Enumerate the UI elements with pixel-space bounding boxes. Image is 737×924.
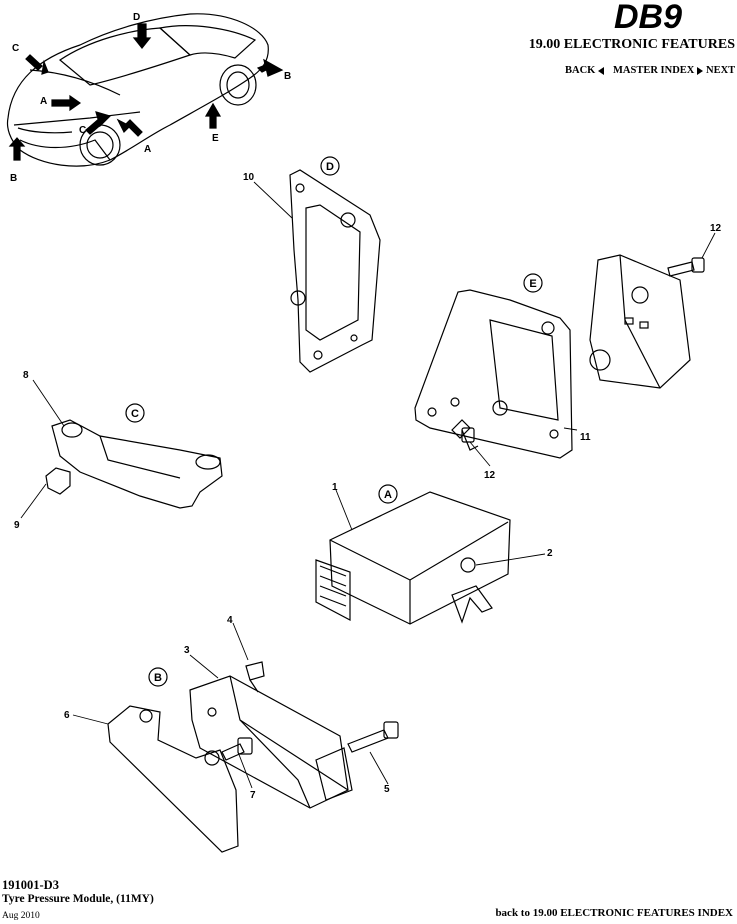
part-number-9: 9 bbox=[14, 520, 20, 531]
car-location-labels: D C A B B C A E bbox=[10, 12, 291, 184]
bracket-10 bbox=[289, 169, 381, 373]
part-number-6: 6 bbox=[64, 710, 70, 721]
arrow-c-bottom bbox=[85, 111, 112, 135]
nut-9 bbox=[45, 467, 71, 495]
callout-a: A bbox=[384, 489, 392, 501]
loc-label-c-top: C bbox=[12, 43, 19, 54]
part-number-12-bottom: 12 bbox=[484, 470, 496, 481]
part-number-3: 3 bbox=[184, 645, 190, 656]
loc-label-c-bottom: C bbox=[79, 125, 86, 136]
db9-logo: DB9 bbox=[614, 0, 682, 32]
back-label: BACK bbox=[565, 65, 596, 76]
loc-label-a-left: A bbox=[40, 96, 47, 107]
logo-text: DB9 bbox=[614, 0, 682, 32]
part-number-8: 8 bbox=[23, 370, 29, 381]
arrow-c-top bbox=[25, 54, 49, 75]
module-3 bbox=[189, 675, 353, 809]
back-link[interactable]: BACK bbox=[565, 65, 605, 76]
loc-label-b-right: B bbox=[284, 71, 291, 82]
master-index-link[interactable]: MASTER INDEX bbox=[613, 65, 694, 76]
part-number-7: 7 bbox=[250, 790, 256, 801]
callout-e: E bbox=[529, 278, 536, 290]
arrow-e bbox=[204, 102, 222, 129]
callout-c: C bbox=[131, 408, 139, 420]
bracket-8 bbox=[51, 419, 223, 509]
arrow-a-left bbox=[51, 94, 82, 112]
arrow-b-right bbox=[256, 58, 284, 77]
diagram-code: 191001-D3 bbox=[2, 878, 59, 892]
part-number-5: 5 bbox=[384, 784, 390, 795]
part-number-labels: 10 12 8 11 12 1 9 2 4 3 6 5 7 bbox=[14, 172, 722, 801]
callout-d: D bbox=[326, 161, 334, 173]
bracket-6 bbox=[107, 705, 239, 853]
part-number-10: 10 bbox=[243, 172, 255, 183]
back-arrow-icon bbox=[598, 66, 605, 75]
loc-label-e: E bbox=[212, 133, 219, 144]
diagram-date: Aug 2010 bbox=[2, 911, 40, 921]
part-number-1: 1 bbox=[332, 482, 338, 493]
next-arrow-icon bbox=[697, 66, 703, 75]
ecu-1 bbox=[315, 491, 511, 625]
bracket-11 bbox=[414, 289, 573, 459]
parts-diagram: D C A B B C A E bbox=[6, 12, 722, 853]
loc-label-d: D bbox=[133, 12, 140, 23]
back-to-index-link[interactable]: back to 19.00 ELECTRONIC FEATURES INDEX bbox=[495, 907, 733, 919]
master-index-label: MASTER INDEX bbox=[613, 65, 695, 76]
section-title: 19.00 ELECTRONIC FEATURES bbox=[528, 37, 735, 52]
leader-lines bbox=[20, 181, 716, 789]
location-callout-labels: D E C A B bbox=[131, 161, 537, 684]
diagram-title: Tyre Pressure Module, (11MY) bbox=[2, 893, 154, 905]
bolts-12 bbox=[451, 257, 705, 451]
arrow-a-bottom bbox=[116, 118, 143, 137]
next-label: NEXT bbox=[706, 65, 736, 76]
arrow-b-left bbox=[8, 137, 26, 161]
part-number-12-top: 12 bbox=[710, 223, 722, 234]
next-link[interactable]: NEXT bbox=[697, 65, 735, 76]
location-callouts bbox=[125, 156, 543, 687]
callout-b: B bbox=[154, 672, 162, 684]
part-number-2: 2 bbox=[547, 548, 553, 559]
module-housing bbox=[589, 254, 691, 389]
screws bbox=[221, 661, 399, 761]
location-arrows bbox=[8, 23, 284, 161]
part-number-4: 4 bbox=[227, 615, 233, 626]
loc-label-b-left: B bbox=[10, 173, 17, 184]
part-number-11: 11 bbox=[580, 432, 591, 443]
loc-label-a-bottom: A bbox=[144, 144, 151, 155]
arrow-d bbox=[132, 23, 152, 49]
car-illustration bbox=[6, 13, 269, 167]
